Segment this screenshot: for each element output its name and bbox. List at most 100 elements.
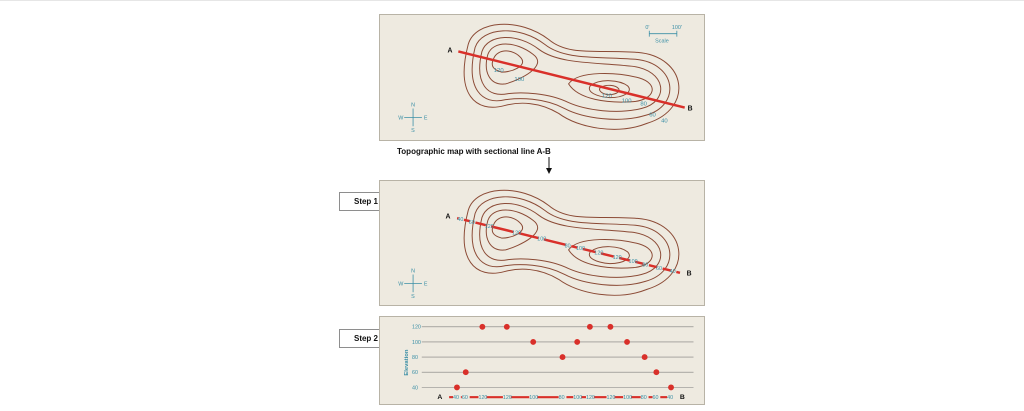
contour-60	[471, 196, 671, 286]
section-segment	[618, 256, 631, 262]
tick-label: 120	[412, 325, 421, 331]
elevation-tick-labels: 120 100 80 60 40	[412, 325, 421, 392]
intersection-label: 80	[565, 243, 571, 249]
bottom-label: 120	[503, 395, 512, 401]
contour-label-80: 80	[640, 102, 647, 108]
section-segment	[518, 232, 539, 240]
compass-s: S	[411, 128, 415, 134]
bottom-label: 60	[652, 395, 658, 401]
elevation-gridlines	[421, 326, 694, 388]
section-segment	[648, 264, 658, 269]
tick-label: 40	[412, 385, 418, 391]
map-caption: Topographic map with sectional line A-B	[397, 147, 551, 156]
contour-100	[485, 209, 539, 251]
intersection-label: 100	[576, 246, 585, 252]
contour-120-right-inner	[599, 84, 620, 96]
contour-60	[471, 30, 671, 120]
bottom-label: 60	[462, 395, 468, 401]
intersection-label: 120	[613, 255, 622, 261]
contour-label-100: 100	[514, 77, 525, 83]
bottom-label: 120	[607, 395, 616, 401]
intersection-label: 120	[512, 231, 521, 237]
compass-e: E	[424, 281, 428, 287]
endpoint-a: A	[446, 213, 451, 220]
section-segment	[491, 225, 514, 234]
endpoint-a: A	[448, 47, 453, 54]
y-axis-label: Elevation	[404, 349, 410, 375]
contour-label-120-left: 120	[494, 68, 505, 74]
section-segment	[571, 244, 578, 249]
contour-100-right	[567, 238, 653, 269]
compass-e: E	[424, 115, 428, 121]
section-segment	[475, 221, 487, 227]
section-segment	[634, 260, 644, 266]
contour-label-60: 60	[649, 112, 656, 118]
intersection-label: 40	[457, 217, 463, 223]
topographic-map-panel: 120 100 120 100 80 60 40 A B 0' 100' Sca…	[379, 14, 705, 141]
intersection-label: 120	[594, 251, 603, 257]
profile-point	[530, 338, 537, 345]
contour-40	[463, 189, 680, 296]
top-divider	[0, 0, 1024, 1]
section-line-a-b	[458, 50, 686, 109]
bottom-label: 40	[453, 395, 459, 401]
scale-start: 0'	[645, 25, 649, 31]
profile-point	[462, 369, 469, 376]
contour-100-right	[567, 72, 653, 103]
compass-n: N	[411, 103, 415, 109]
compass-icon	[404, 108, 422, 127]
intersection-label: 60	[656, 266, 662, 272]
compass-s: S	[411, 294, 415, 300]
profile-point	[503, 323, 510, 330]
profile-point	[454, 384, 460, 391]
contour-120-left	[491, 216, 524, 239]
contour-label-100-right: 100	[622, 99, 633, 105]
contour-label-40: 40	[661, 118, 668, 124]
profile-points	[454, 323, 674, 391]
contour-80	[479, 37, 661, 112]
contour-80	[479, 203, 661, 278]
profile-point	[653, 369, 660, 376]
bottom-label: 100	[573, 395, 582, 401]
section-line-segments	[456, 216, 681, 275]
section-segment	[463, 218, 471, 223]
bottom-label: 100	[623, 395, 632, 401]
compass-icon	[404, 274, 422, 293]
tick-label: 60	[412, 370, 418, 376]
scale-bar	[648, 30, 678, 37]
section-segment	[676, 270, 681, 275]
contour-120-left	[491, 50, 524, 73]
tick-label: 80	[412, 355, 418, 361]
scale-end: 100'	[672, 25, 682, 31]
contour-40	[463, 23, 680, 130]
profile-point	[624, 338, 630, 345]
contour-100	[485, 43, 539, 85]
profile-point	[668, 384, 674, 391]
section-segment	[582, 247, 596, 254]
profile-point	[607, 323, 614, 330]
bottom-label: 80	[641, 395, 647, 401]
down-arrow-icon	[546, 157, 552, 174]
profile-point	[559, 354, 566, 361]
scale-label: Scale	[655, 39, 669, 45]
intersection-label: 120	[485, 224, 494, 230]
profile-point	[586, 323, 593, 330]
bottom-label: 120	[586, 395, 595, 401]
intersection-label: 60	[469, 220, 475, 226]
section-segment	[600, 252, 615, 258]
endpoint-b: B	[687, 270, 692, 277]
compass-w: W	[398, 281, 404, 287]
profile-endpoint-b: B	[680, 394, 685, 401]
contour-label-120-right: 120	[602, 94, 613, 100]
intersection-label: 100	[537, 237, 546, 243]
topographic-map: 120 100 120 100 80 60 40 A B 0' 100' Sca…	[398, 23, 693, 134]
profile-point	[479, 323, 486, 330]
compass-n: N	[411, 269, 415, 275]
tick-label: 100	[412, 340, 421, 346]
